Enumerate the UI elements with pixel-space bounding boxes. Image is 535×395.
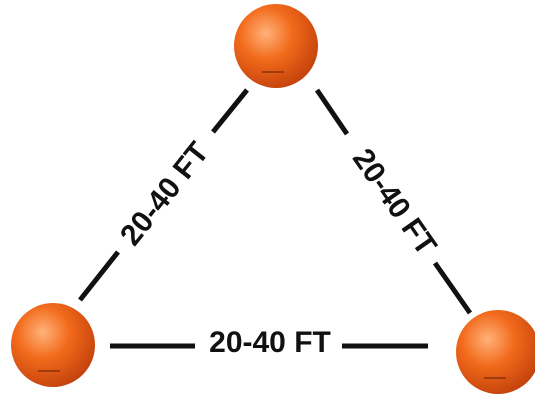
edge-right-line-upper [314, 88, 350, 136]
edge-bottom-label: 20-40 FT [209, 326, 331, 359]
edge-left-line-lower [78, 250, 120, 302]
ball-icon [11, 303, 95, 387]
edge-left: 20-40 FT [78, 88, 249, 302]
ball-bottom-left [11, 303, 95, 387]
edge-right: 20-40 FT [314, 88, 473, 315]
edge-left-label: 20-40 FT [114, 136, 216, 252]
edge-bottom: 20-40 FT [110, 326, 428, 359]
edge-right-label: 20-40 FT [346, 143, 443, 262]
edge-right-line-lower [432, 261, 473, 315]
ball-icon [456, 310, 535, 394]
ball-top [234, 4, 318, 88]
ball-icon [234, 4, 318, 88]
ball-bottom-right [456, 310, 535, 394]
edge-left-line-upper [211, 88, 249, 134]
